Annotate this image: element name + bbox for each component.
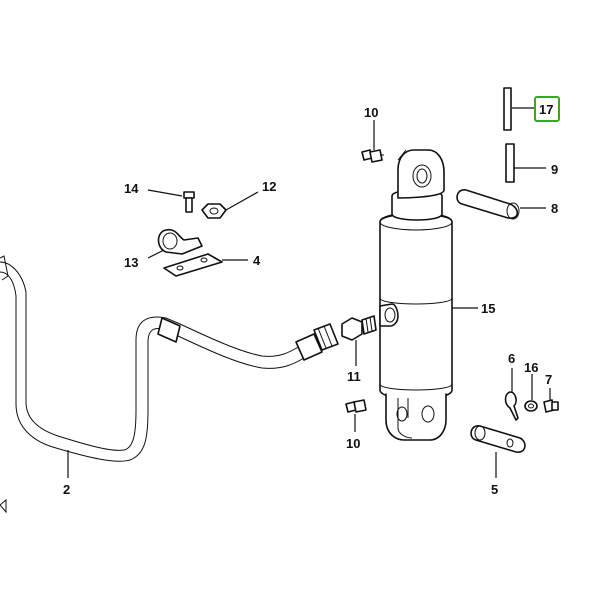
pipe-end-band — [0, 255, 9, 281]
roll-pin-17[interactable] — [503, 87, 512, 131]
callout-labels: 2 4 5 6 7 8 9 10 10 11 12 13 14 15 16 17 — [63, 96, 560, 497]
callout-9[interactable]: 9 — [551, 162, 558, 177]
callout-11[interactable]: 11 — [347, 369, 361, 384]
pipe-clamp[interactable] — [157, 228, 203, 255]
callout-10-bottom[interactable]: 10 — [346, 436, 360, 451]
callout-12[interactable]: 12 — [262, 179, 276, 194]
cylinder-rod-eye — [397, 149, 445, 199]
callout-2[interactable]: 2 — [63, 482, 70, 497]
callout-10-top[interactable]: 10 — [364, 105, 378, 120]
adapter-fitting[interactable] — [341, 315, 377, 341]
cylinder-clevis — [385, 393, 447, 441]
callout-17-highlight-box[interactable] — [534, 96, 560, 122]
pipe-outer — [0, 261, 301, 451]
pipe-end-nut — [313, 323, 339, 351]
split-pin[interactable] — [504, 391, 519, 421]
cylinder-pin-top[interactable] — [456, 189, 520, 220]
callout-4[interactable]: 4 — [253, 253, 261, 268]
washer[interactable] — [524, 400, 538, 412]
callout-6[interactable]: 6 — [508, 351, 515, 366]
callout-13[interactable]: 13 — [124, 255, 138, 270]
grease-nipple-bottom[interactable] — [345, 399, 367, 413]
leader-lines — [67, 107, 551, 478]
bolt[interactable] — [183, 191, 195, 213]
callout-16[interactable]: 16 — [524, 360, 538, 375]
pipe-inner — [0, 271, 305, 462]
callout-15[interactable]: 15 — [481, 301, 495, 316]
callout-7[interactable]: 7 — [545, 372, 552, 387]
small-bolt[interactable] — [543, 399, 559, 413]
cylinder-pin-bottom[interactable] — [470, 425, 526, 453]
callout-5[interactable]: 5 — [491, 482, 498, 497]
roll-pin-9[interactable] — [505, 143, 515, 183]
pipe-end-fitting — [295, 333, 323, 361]
pipe-sleeve — [157, 317, 181, 343]
callout-17[interactable]: 17 — [539, 102, 553, 117]
callout-8[interactable]: 8 — [551, 201, 558, 216]
clamp-plate[interactable] — [163, 253, 223, 277]
hydraulic-pipe[interactable] — [0, 255, 339, 514]
hydraulic-cylinder[interactable] — [379, 149, 453, 441]
grease-nipple-top[interactable] — [361, 149, 384, 163]
nut[interactable] — [201, 203, 227, 219]
callout-14[interactable]: 14 — [124, 181, 139, 196]
